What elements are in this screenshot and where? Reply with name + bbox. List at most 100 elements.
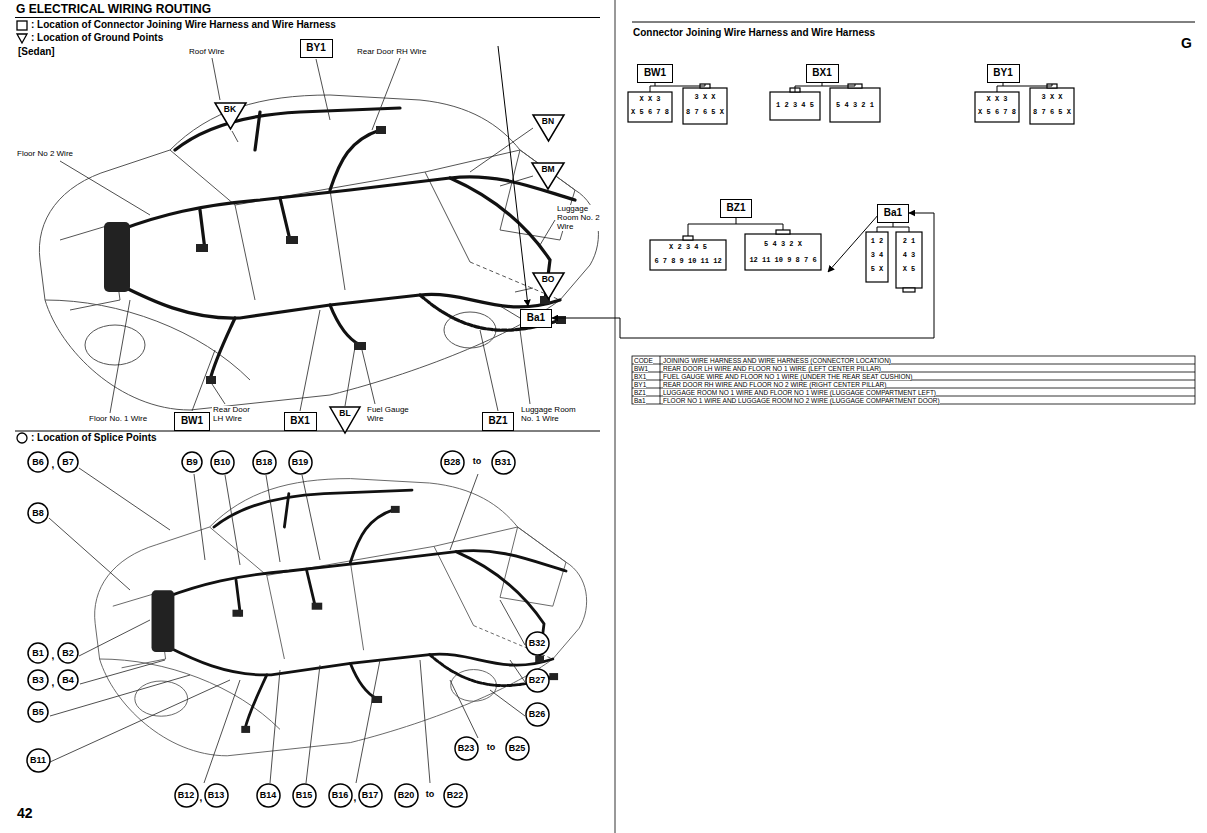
splice-point-symbol: B22 xyxy=(443,783,468,808)
leader-line xyxy=(194,474,205,560)
ground-triangle xyxy=(533,273,564,299)
splice-point-symbol: B6 xyxy=(27,451,49,473)
leader-line xyxy=(450,474,478,550)
splice-circle xyxy=(293,784,316,807)
connector-face xyxy=(1030,88,1074,124)
node-label: BL xyxy=(339,409,350,418)
bracket xyxy=(650,82,705,92)
connector-code-box: BX1 xyxy=(806,64,839,83)
ground-point-symbol: BN xyxy=(532,114,565,142)
pin-numbers: X 5 xyxy=(903,266,916,274)
node-label: B28 xyxy=(444,458,461,467)
ground-triangle xyxy=(215,103,246,129)
splice-point-symbol: B3 xyxy=(27,669,49,691)
node-label: B4 xyxy=(62,676,74,685)
node-label: BX1 xyxy=(290,416,309,426)
separator: to xyxy=(425,790,436,800)
pin-numbers: X 5 6 7 8 xyxy=(631,109,669,117)
legend-symbol xyxy=(17,21,27,30)
bracket xyxy=(650,82,1052,236)
connector-face xyxy=(683,88,727,124)
separator: , xyxy=(51,677,56,688)
rule xyxy=(15,17,600,18)
leader-line xyxy=(362,350,375,404)
splice-circle xyxy=(444,784,467,807)
connector-face xyxy=(628,92,672,122)
bracket xyxy=(997,82,1052,92)
leader-line xyxy=(204,680,240,783)
ground-point-symbol: BM xyxy=(531,162,565,190)
connector-face xyxy=(896,232,922,288)
node-label: B14 xyxy=(260,791,277,800)
pointer-arrow xyxy=(498,46,879,306)
separator: , xyxy=(51,459,56,470)
connector-face xyxy=(650,240,726,270)
splice-point-symbol: B27 xyxy=(525,668,550,693)
ground-point-symbol: BK xyxy=(214,102,247,130)
pin-numbers: 4 3 xyxy=(903,252,916,260)
node-label: B32 xyxy=(529,639,546,648)
splice-point-symbol: B7 xyxy=(57,451,79,473)
splice-point-symbol: B2 xyxy=(57,642,79,664)
node-label: B27 xyxy=(529,676,546,685)
table-cell: REAR DOOR LH WIRE AND FLOOR NO 1 WIRE (L… xyxy=(663,365,881,372)
splice-point-symbol: B4 xyxy=(57,669,79,691)
leader-line xyxy=(79,620,150,656)
splice-circle xyxy=(175,784,198,807)
connector-face xyxy=(830,88,880,122)
node-label: BZ1 xyxy=(727,203,746,213)
table-cell: JOINING WIRE HARNESS AND WIRE HARNESS (C… xyxy=(663,357,891,364)
leader-line xyxy=(232,131,238,142)
ground-triangle xyxy=(330,407,360,433)
connector-face xyxy=(628,84,1074,292)
leader-line xyxy=(515,288,533,292)
ground-point-symbol: BL xyxy=(329,406,361,434)
page-title: G ELECTRICAL WIRING ROUTING xyxy=(15,3,212,16)
connector-face xyxy=(866,232,888,282)
node-label: BW1 xyxy=(181,416,203,426)
leader-line xyxy=(212,58,220,100)
connector-face xyxy=(683,236,693,240)
leader-line xyxy=(520,330,530,404)
leader-line xyxy=(306,665,320,783)
node-label: BK xyxy=(224,105,236,114)
leader-line xyxy=(490,690,525,716)
pin-numbers: 8 7 6 5 X xyxy=(686,109,724,117)
table-cell: BW1 xyxy=(634,365,648,372)
splice-point-symbol: B31 xyxy=(491,450,516,475)
table-cell: BZ1 xyxy=(634,389,646,396)
section-letter: G xyxy=(1180,36,1193,51)
wire-name: Floor No 2 Wire xyxy=(16,150,74,159)
splice-point-symbol: B28 xyxy=(440,450,465,475)
table-cell: REAR DOOR RH WIRE AND FLOOR NO 2 WIRE (R… xyxy=(663,381,886,388)
ground-triangle xyxy=(533,115,564,141)
separator: to xyxy=(486,743,497,753)
car-illustration xyxy=(39,95,598,410)
leader-line xyxy=(500,306,520,318)
splice-circle xyxy=(28,503,48,523)
table-cell: FLOOR NO 1 WIRE AND LUGGAGE ROOM NO 2 WI… xyxy=(663,397,940,404)
node-label: B6 xyxy=(32,458,44,467)
pin-numbers: 6 7 8 9 10 11 12 xyxy=(654,258,721,266)
splice-circle xyxy=(58,670,78,690)
node-label: B26 xyxy=(529,710,546,719)
wire-name: Luggage Room No. 2 Wire xyxy=(556,205,612,231)
splice-point-symbol: B25 xyxy=(505,736,530,761)
leader-line xyxy=(372,58,400,130)
wire-name: Fuel Gauge Wire xyxy=(366,406,416,424)
leader-line xyxy=(302,475,320,560)
splice-point-symbol: B20 xyxy=(394,783,419,808)
leader-line xyxy=(470,128,533,172)
model-label: [Sedan] xyxy=(17,46,56,57)
splice-point-symbol: B16 xyxy=(328,783,353,808)
table-cell: Ba1 xyxy=(634,397,646,404)
table-grid xyxy=(632,356,1195,404)
pin-numbers: 8 7 6 5 X xyxy=(1033,109,1071,117)
splice-circle xyxy=(526,669,549,692)
node-label: BO xyxy=(542,275,555,284)
node-label: BY1 xyxy=(993,68,1012,78)
pin-numbers: X X 3 xyxy=(986,96,1007,104)
legend-text: : Location of Connector Joining Wire Har… xyxy=(30,19,337,30)
node-label: B9 xyxy=(186,458,198,467)
